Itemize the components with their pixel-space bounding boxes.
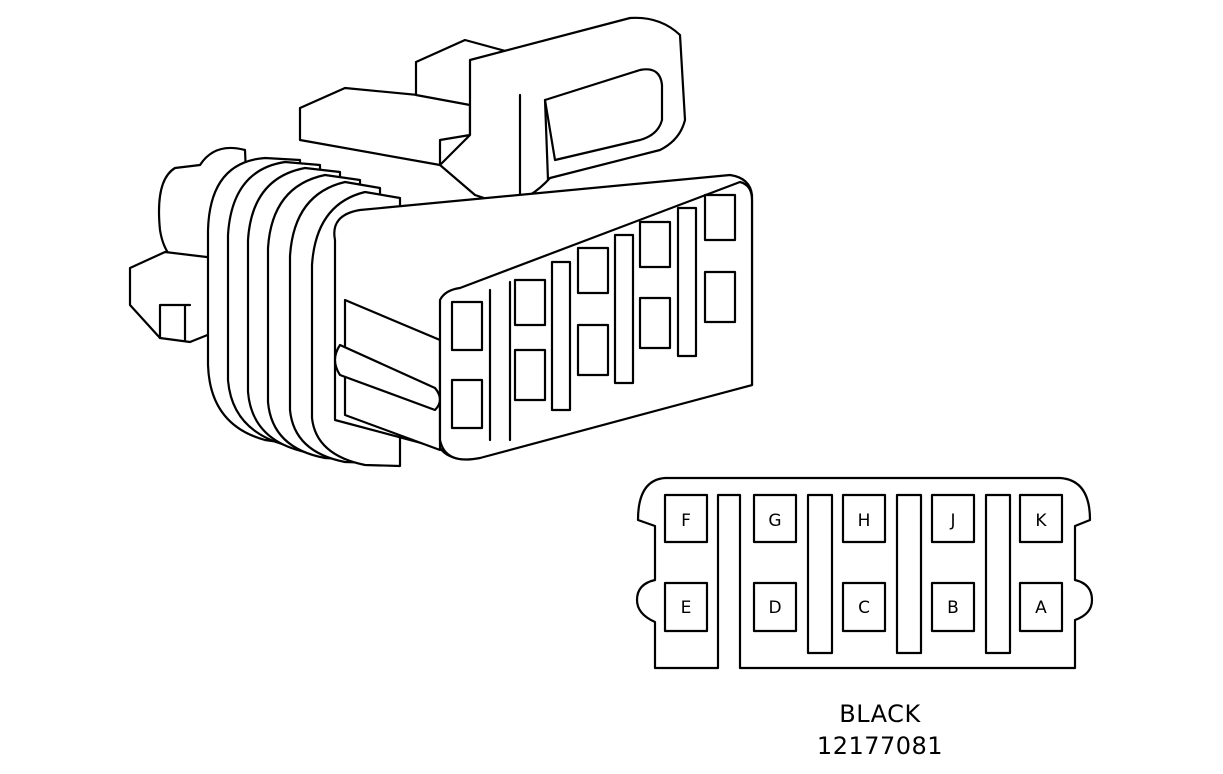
pin-label-j: J <box>949 511 955 531</box>
pin-label-h: H <box>858 511 871 531</box>
pin-label-k: K <box>1035 511 1047 531</box>
pin-label-f: F <box>681 511 691 531</box>
pin-cavity-e: E <box>663 581 709 633</box>
pin-label-d: D <box>768 598 781 618</box>
pin-cavity-f: F <box>663 493 709 544</box>
pin-cavity-d: D <box>752 581 798 633</box>
pin-label-c: C <box>858 598 870 618</box>
locking-latch <box>298 16 687 207</box>
face-rib-3 <box>984 493 1012 655</box>
connector-color-label: BLACK <box>839 700 921 728</box>
pin-label-a: A <box>1035 598 1047 618</box>
pin-cavity-h: H <box>841 493 887 544</box>
pin-label-e: E <box>681 598 692 618</box>
connector-face-outline <box>635 476 1094 670</box>
connector-body <box>333 173 754 461</box>
pin-cavity-j: J <box>930 493 976 544</box>
pin-label-g: G <box>768 511 781 531</box>
pin-cavity-k: K <box>1018 493 1064 544</box>
pin-label-b: B <box>947 598 959 618</box>
rear-tab <box>128 250 222 344</box>
pin-cavity-a: A <box>1018 581 1064 633</box>
pin-cavity-g: G <box>752 493 798 544</box>
connector-part-number: 12177081 <box>816 732 944 760</box>
face-rib-1 <box>806 493 834 655</box>
face-rib-2 <box>895 493 923 655</box>
pin-cavity-b: B <box>930 581 976 633</box>
pin-cavity-c: C <box>841 581 887 633</box>
